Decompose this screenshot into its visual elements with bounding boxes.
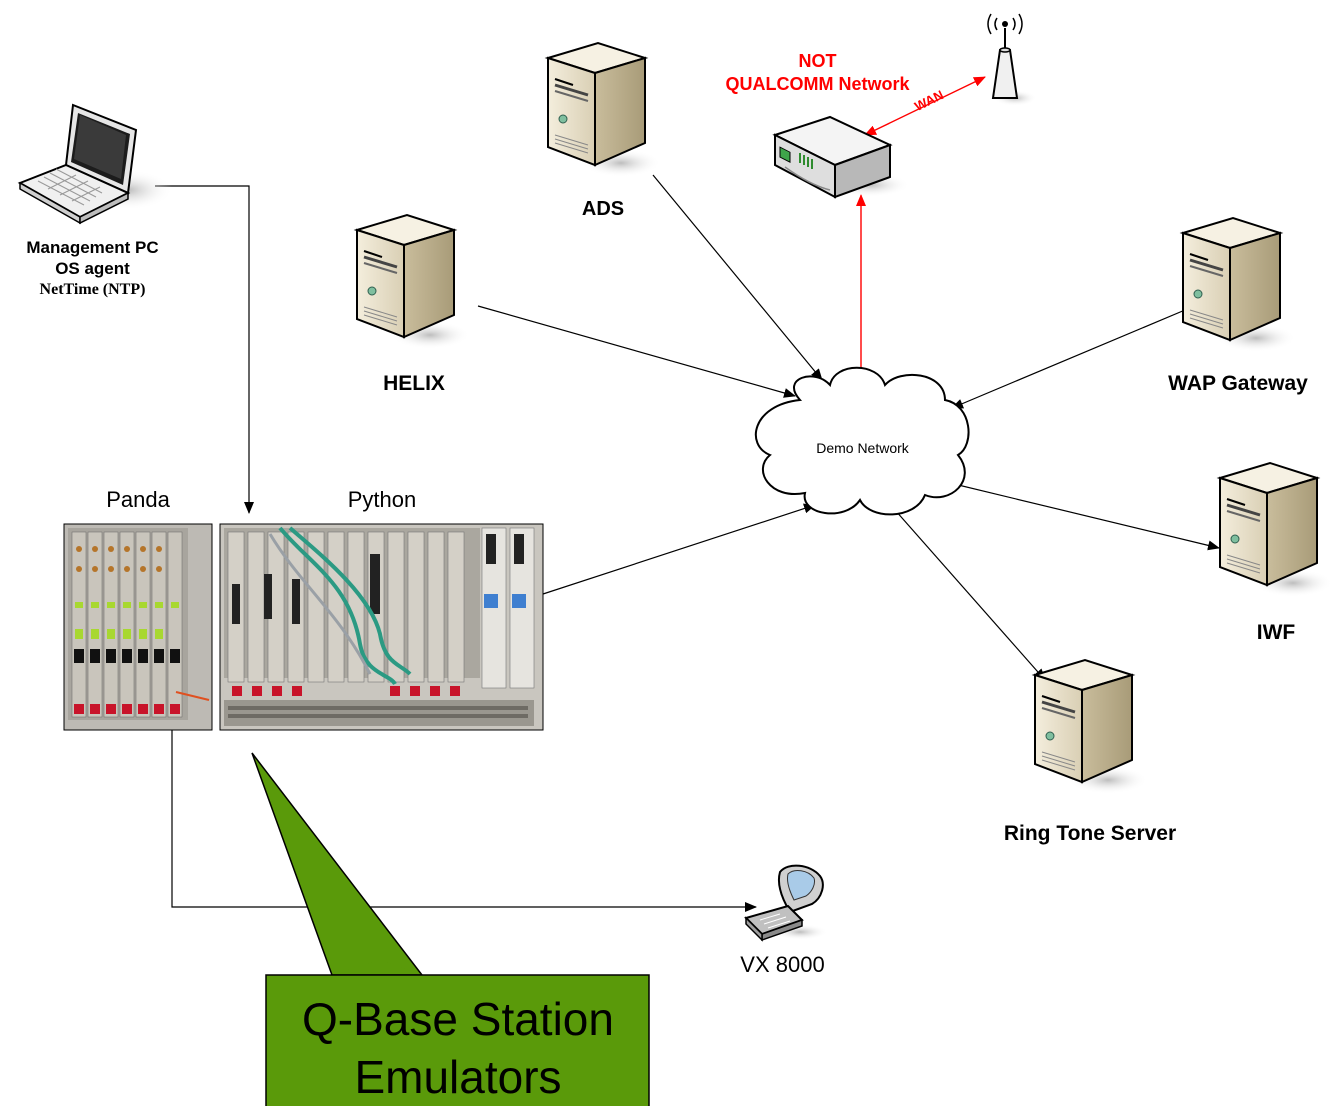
connector-wap-to-cloud [951,309,1186,409]
cloud-icon [754,366,970,516]
callout-bubble [251,752,650,1106]
server-tower-icon [546,41,663,179]
server-helix [355,213,472,351]
python-chassis [219,523,544,731]
server-iwf [1218,461,1335,599]
management-pc-label: Management PC OS agent NetTime (NTP) [0,237,185,300]
wap-gateway-label: WAP Gateway [1168,372,1308,395]
server-tower-icon [1218,461,1335,599]
connector-helix-to-cloud [477,305,796,398]
ring-tone-server-label: Ring Tone Server [1003,822,1177,845]
iwf-label: IWF [1256,621,1296,644]
helix-label: HELIX [383,372,445,395]
callout-text: Q-Base Station Emulators [268,990,648,1106]
management-pc-line1: Management PC [26,238,159,257]
vx8000-label: VX 8000 [740,952,825,977]
connector-panda-to-phone [171,690,757,912]
not-qualcomm-line1: NOT [798,51,837,71]
connector-router-wan-antenna [864,76,986,136]
connector-ads-to-cloud [652,174,823,381]
panda-chassis [63,523,213,731]
connector-python-to-cloud [542,503,816,595]
router-icon [772,115,910,199]
server-tower-icon [1033,658,1150,796]
server-ads [546,41,663,179]
not-qualcomm-line2: QUALCOMM Network [725,74,910,94]
server-wap-gateway [1181,216,1298,354]
antenna-icon [987,13,1037,106]
connectors [155,76,1220,912]
laptop-icon [17,103,173,225]
not-qualcomm-label: NOT QUALCOMM Network [700,50,935,96]
connector-management-to-python [155,185,254,514]
management-pc-line3: NetTime (NTP) [39,281,146,298]
server-tower-icon [1181,216,1298,354]
panda-label: Panda [106,487,170,512]
management-pc-line2: OS agent [55,259,130,278]
ads-label: ADS [581,198,625,220]
callout-line1: Q-Base Station [302,993,614,1045]
flip-phone-icon [744,864,828,942]
connector-cloud-to-ringtone [894,509,1046,681]
callout-line2: Emulators [354,1051,562,1103]
server-tower-icon [355,213,472,351]
server-ring-tone [1033,658,1150,796]
python-label: Python [347,487,417,512]
connector-cloud-to-iwf [949,482,1220,551]
demo-network-label: Demo Network [816,440,909,456]
